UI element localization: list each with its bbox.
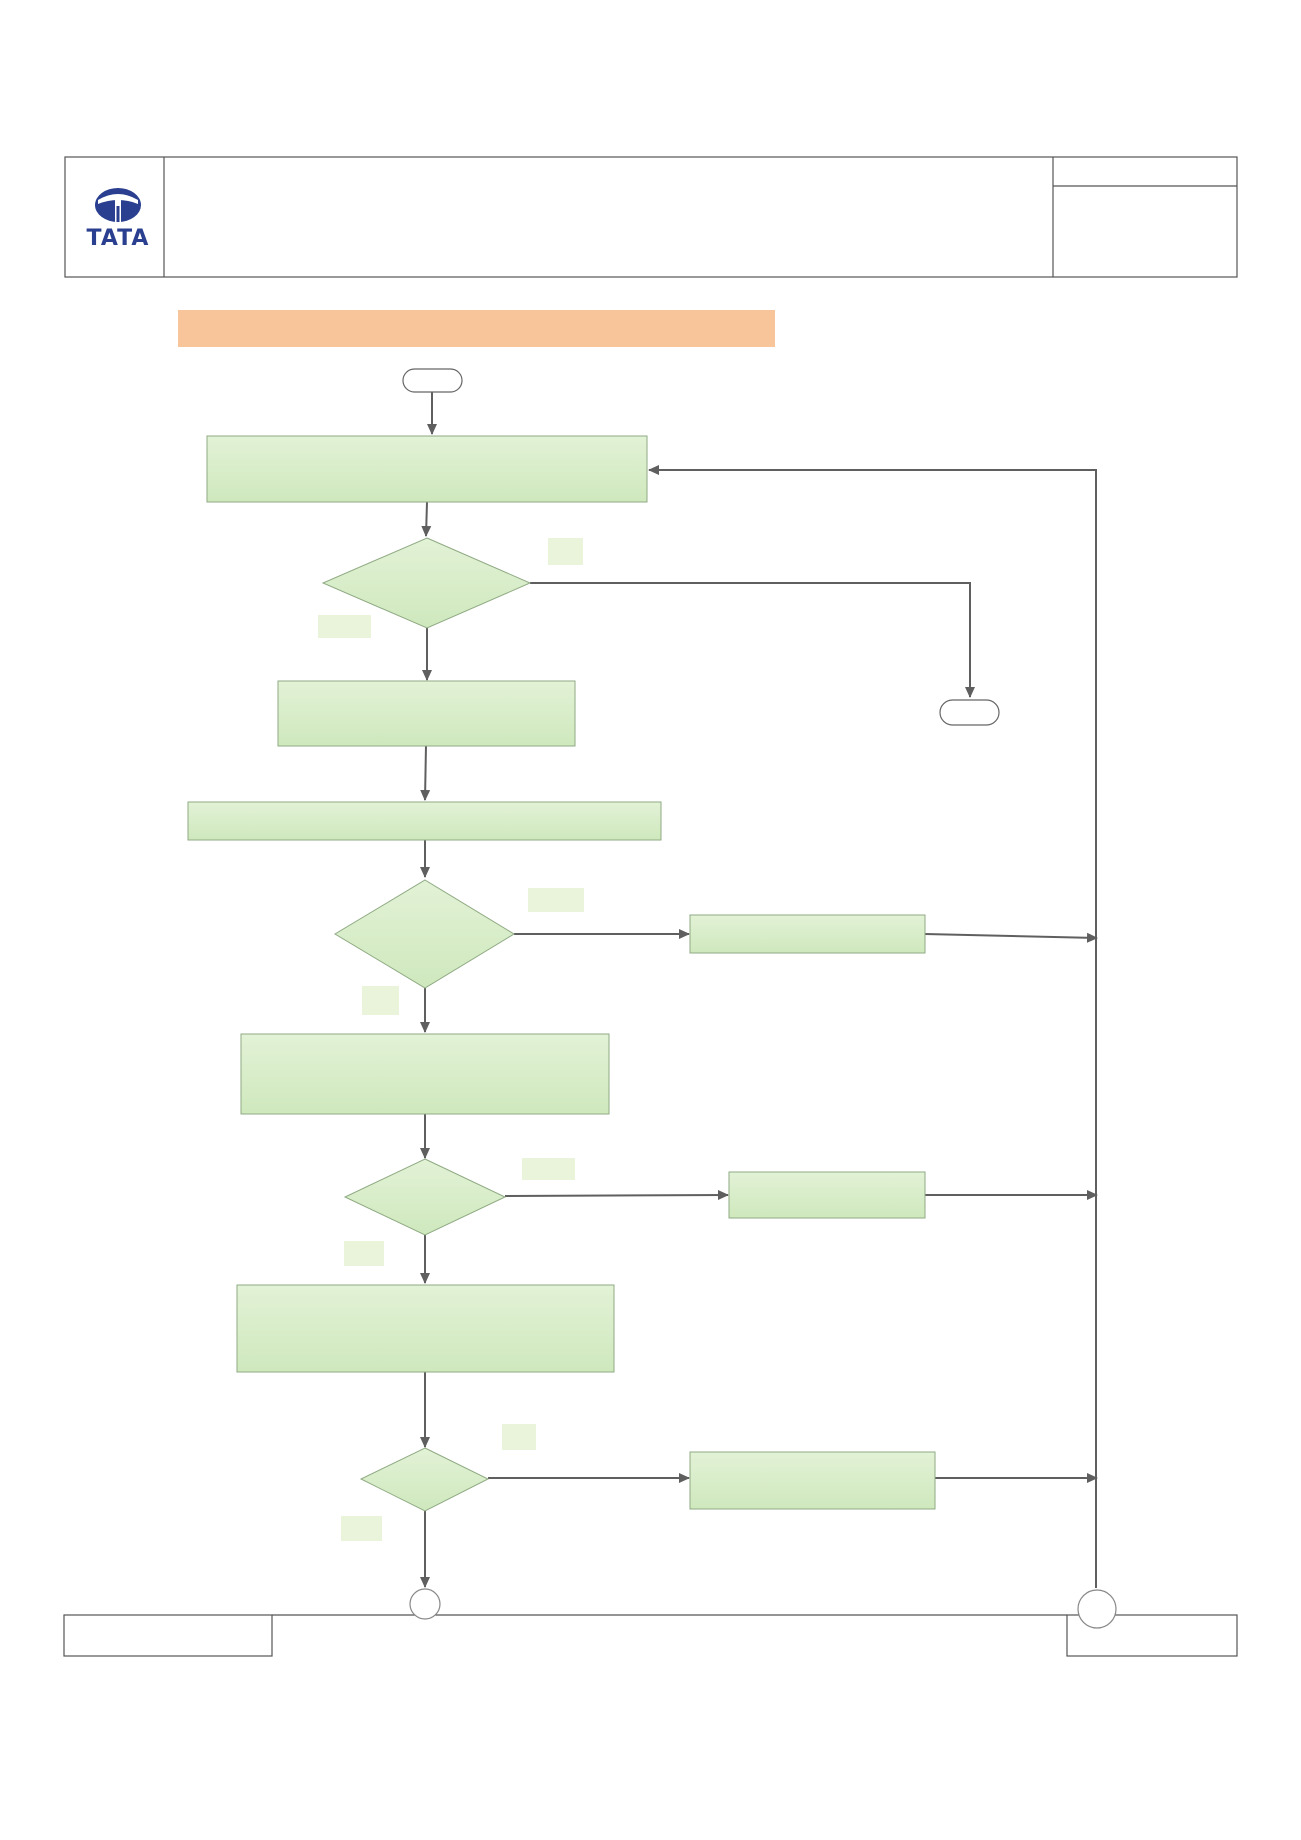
- branch-label-no-4: [341, 1516, 382, 1541]
- branch-label-no-2: [362, 986, 399, 1015]
- decision-1: [321, 537, 532, 629]
- decision-4: [359, 1447, 490, 1512]
- side-step-3: [689, 1451, 936, 1510]
- side-step-1: [689, 914, 926, 954]
- connector-lines: [420, 391, 1098, 1588]
- header-table: [64, 156, 1238, 278]
- process-step-3: [187, 801, 662, 841]
- start-terminator: [402, 368, 463, 393]
- branch-label-yes-3: [522, 1158, 575, 1180]
- connector-return: [1077, 1589, 1117, 1629]
- section-banner: [178, 310, 775, 347]
- side-step-2: [728, 1171, 926, 1219]
- process-step-1: [206, 435, 648, 503]
- process-step-5: [236, 1284, 615, 1373]
- process-step-4: [240, 1033, 610, 1115]
- decision-2: [334, 879, 515, 989]
- branch-label-no-1: [318, 615, 371, 638]
- decision-3: [343, 1158, 507, 1236]
- branch-label-yes-1: [548, 538, 583, 565]
- connector-bottom: [409, 1588, 441, 1620]
- process-step-2: [277, 680, 576, 747]
- tata-emblem-icon: [95, 188, 141, 222]
- branch-label-no-3: [344, 1241, 384, 1266]
- branch-label-yes-4: [502, 1424, 536, 1450]
- logo-text: TATA: [87, 226, 150, 251]
- branch-label-yes-2: [528, 888, 584, 912]
- end-terminator: [939, 699, 1000, 726]
- footer: [63, 1614, 1238, 1657]
